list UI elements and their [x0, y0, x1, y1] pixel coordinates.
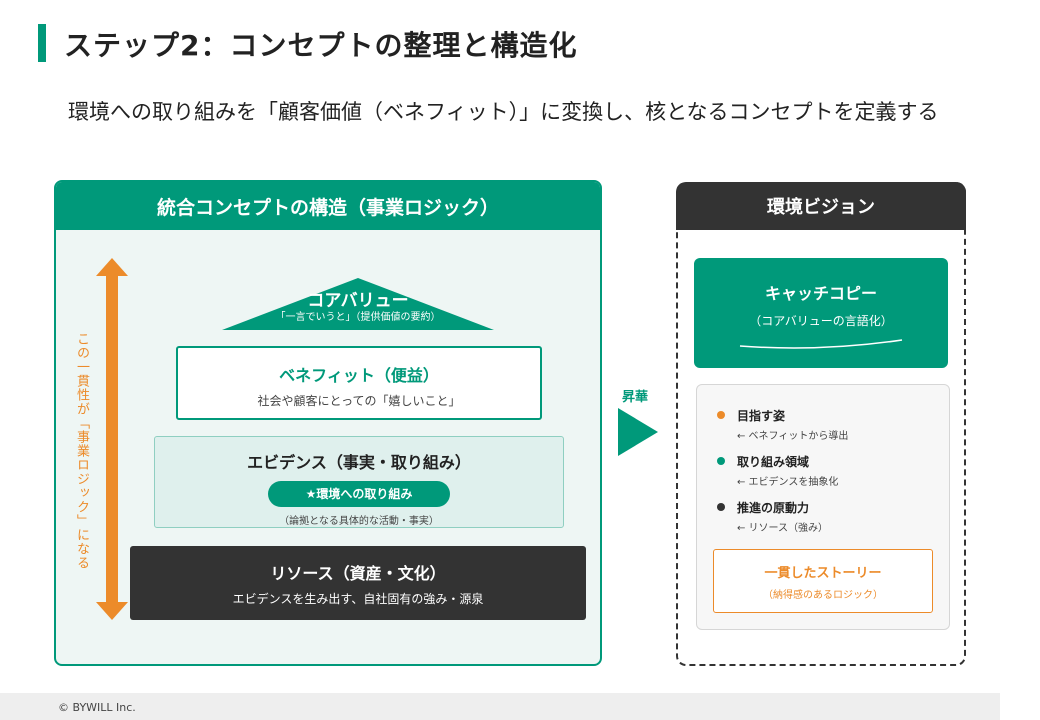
- consistency-label: この一貫性が「事業ロジック」になる: [74, 332, 89, 570]
- footer: © BYWILL Inc.: [0, 693, 1000, 720]
- core-value-triangle: [222, 278, 494, 330]
- benefit-desc: 社会や顧客にとっての「嬉しいこと」: [257, 394, 461, 408]
- underline-curve: [739, 339, 903, 349]
- item-title: 目指す姿: [737, 409, 786, 423]
- evidence-box: エビデンス（事実・取り組み） ★環境への取り組み （論拠となる具体的な活動・事実…: [154, 436, 564, 528]
- core-value-title: コアバリュー: [307, 291, 409, 311]
- resource-title: リソース（資産・文化）: [270, 564, 446, 583]
- vision-elements-box: 目指す姿 ← ベネフィットから導出 取り組み領域 ← エビデンスを抽象化 推進の…: [696, 384, 950, 630]
- catchcopy-box: キャッチコピー （コアバリューの言語化）: [694, 258, 948, 368]
- resource-desc: エビデンスを生み出す、自社固有の強み・源泉: [232, 592, 484, 606]
- environment-vision-panel: 環境ビジョン キャッチコピー （コアバリューの言語化） 目指す姿 ← ベネフィッ…: [676, 182, 966, 666]
- item-sub: ← エビデンスを抽象化: [737, 477, 839, 488]
- story-title: 一貫したストーリー: [764, 566, 882, 581]
- catchcopy-sub: （コアバリューの言語化）: [749, 314, 893, 328]
- title-accent-bar: [38, 24, 46, 62]
- benefit-box: ベネフィット（便益） 社会や顧客にとっての「嬉しいこと」: [176, 346, 542, 420]
- evidence-desc: （論拠となる具体的な活動・事実）: [279, 516, 439, 527]
- sublimation-label: 昇華: [622, 390, 649, 405]
- core-value-sub: 「一言でいうと」（提供価値の要約）: [275, 312, 441, 323]
- resource-box: リソース（資産・文化） エビデンスを生み出す、自社固有の強み・源泉: [130, 546, 586, 620]
- right-arrow-icon: [618, 408, 658, 456]
- page-subtitle: 環境への取り組みを「顧客価値（ベネフィット）」に変換し、核となるコンセプトを定義…: [68, 100, 939, 124]
- benefit-title: ベネフィット（便益）: [279, 366, 439, 385]
- environment-initiative-pill: ★環境への取り組み: [268, 481, 450, 507]
- dark-dot-icon: [717, 503, 725, 511]
- green-dot-icon: [717, 457, 725, 465]
- double-arrow-icon: [96, 258, 128, 620]
- item-sub: ← リソース（強み）: [737, 523, 829, 534]
- item-title: 取り組み領域: [737, 455, 810, 469]
- item-sub: ← ベネフィットから導出: [737, 431, 849, 442]
- orange-dot-icon: [717, 411, 725, 419]
- concept-structure-header: 統合コンセプトの構造（事業ロジック）: [56, 182, 600, 230]
- item-title: 推進の原動力: [737, 501, 810, 515]
- story-sub: （納得感のあるロジック）: [763, 590, 883, 601]
- consistent-story-box: 一貫したストーリー （納得感のあるロジック）: [713, 549, 933, 613]
- catchcopy-title: キャッチコピー: [764, 284, 877, 303]
- page-title: ステップ2：コンセプトの整理と構造化: [64, 29, 578, 62]
- concept-structure-panel: 統合コンセプトの構造（事業ロジック） この一貫性が「事業ロジック」になる コアバ…: [54, 180, 602, 666]
- environment-vision-header: 環境ビジョン: [676, 182, 966, 230]
- copyright: © BYWILL Inc.: [58, 701, 136, 714]
- evidence-title: エビデンス（事実・取り組み）: [247, 453, 471, 472]
